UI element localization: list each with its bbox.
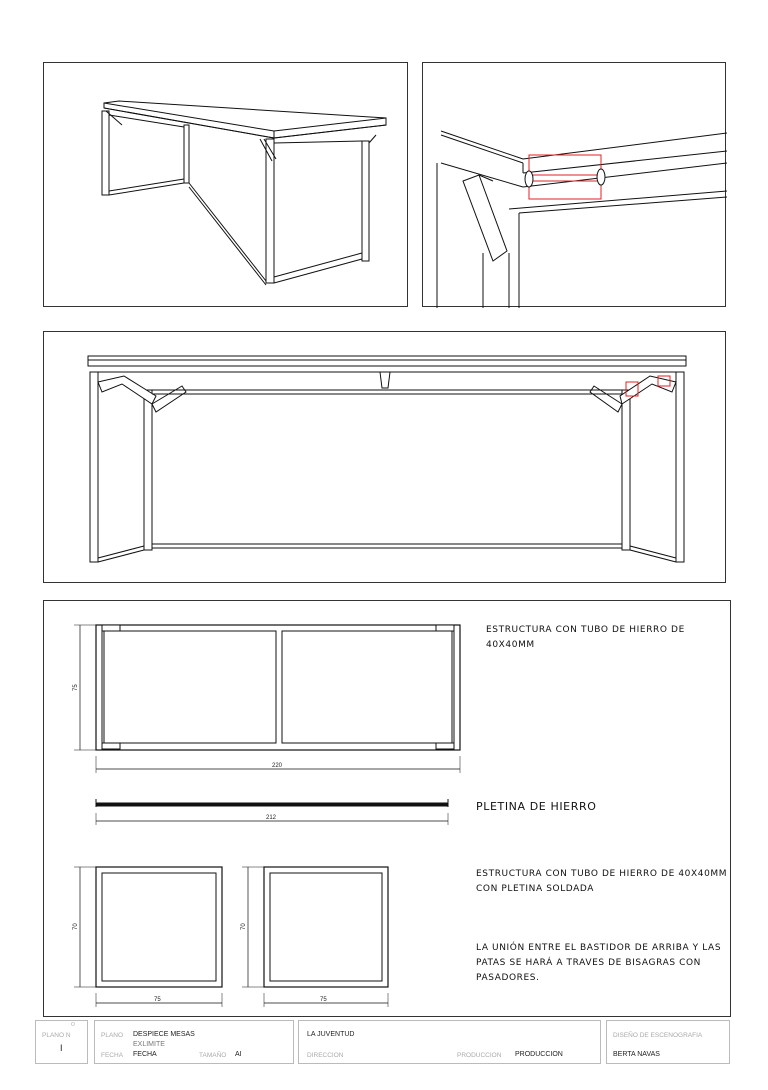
dim-frame-length: 220 xyxy=(272,763,283,769)
tb-plano-value: DESPIECE MESAS xyxy=(133,1031,195,1038)
tb-plano-n-label: PLANO N xyxy=(42,1032,71,1039)
tb-plano-n-value: I xyxy=(60,1043,63,1053)
tb-diseno-label: DISEÑO DE ESCENOGRAFIA xyxy=(613,1032,703,1039)
dim-leg-width-right: 75 xyxy=(320,997,327,1003)
tb-tamano-value: AI xyxy=(235,1051,242,1058)
note-joint-line1: LA UNIÓN ENTRE EL BASTIDOR DE ARRIBA Y L… xyxy=(476,943,722,953)
perspective-table-drawing xyxy=(101,100,387,286)
tb-fecha-value: FECHA xyxy=(133,1051,157,1058)
tb-project-value: LA JUVENTUD xyxy=(307,1031,355,1038)
tb-tamano-label: TAMAÑO xyxy=(199,1052,227,1059)
dim-leg-height-left: 70 xyxy=(73,923,79,930)
tb-plano-n-super: o xyxy=(71,1022,75,1028)
front-view-panel xyxy=(43,331,726,583)
dim-plate-length: 212 xyxy=(266,815,277,821)
perspective-view-panel xyxy=(43,62,408,307)
note-tube-frame: ESTRUCTURA CON TUBO DE HIERRO DE 40x40MM xyxy=(486,625,685,650)
tb-plano-label: PLANO xyxy=(101,1032,124,1039)
note-tube-with-plate-line2: CON PLETINA SOLDADA xyxy=(476,884,595,894)
dim-leg-width-left: 75 xyxy=(154,997,161,1003)
note-tube-with-plate-line1: ESTRUCTURA CON TUBO DE HIERRO DE 40x40MM xyxy=(476,869,728,879)
note-joint-line3: PASADORES. xyxy=(476,973,540,983)
tb-plano-number-box: o PLANO N I xyxy=(35,1020,88,1064)
tb-fecha-label: FECHA xyxy=(101,1052,124,1059)
parts-drawing: 75 220 212 70 75 70 75 xyxy=(73,624,461,1007)
note-plate: PLETINA DE HIERRO xyxy=(476,800,597,813)
hinge-detail-panel xyxy=(422,62,727,308)
dim-frame-height: 75 xyxy=(73,684,79,691)
note-joint: LA UNIÓN ENTRE EL BASTIDOR DE ARRIBA Y L… xyxy=(476,941,721,986)
note-joint-line2: PATAS SE HARÁ A TRAVES DE BISAGRAS CON xyxy=(476,958,702,968)
tb-produccion-value: PRODUCCION xyxy=(515,1051,563,1058)
front-view-drawing xyxy=(87,355,687,563)
tb-produccion-label: PRODUCCION xyxy=(457,1052,502,1059)
tb-diseno-value: BERTA NAVAS xyxy=(613,1051,660,1058)
dim-leg-height-right: 70 xyxy=(241,923,247,930)
tb-direccion-label: DIRECCION xyxy=(307,1052,344,1059)
tb-project-box: LA JUVENTUD DIRECCION PRODUCCION PRODUCC… xyxy=(298,1020,601,1064)
tb-diseno-box: DISEÑO DE ESCENOGRAFIA BERTA NAVAS xyxy=(606,1020,730,1064)
note-tube-with-plate: ESTRUCTURA CON TUBO DE HIERRO DE 40x40MM… xyxy=(476,867,727,897)
parts-panel: 75 220 212 70 75 70 75 ESTRUCTURA CON TU… xyxy=(43,600,731,1017)
tb-plano-sub: EXLIMITE xyxy=(133,1041,165,1048)
hinge-detail-drawing xyxy=(436,130,727,308)
tb-plano-box: PLANO DESPIECE MESAS EXLIMITE FECHA FECH… xyxy=(94,1020,294,1064)
